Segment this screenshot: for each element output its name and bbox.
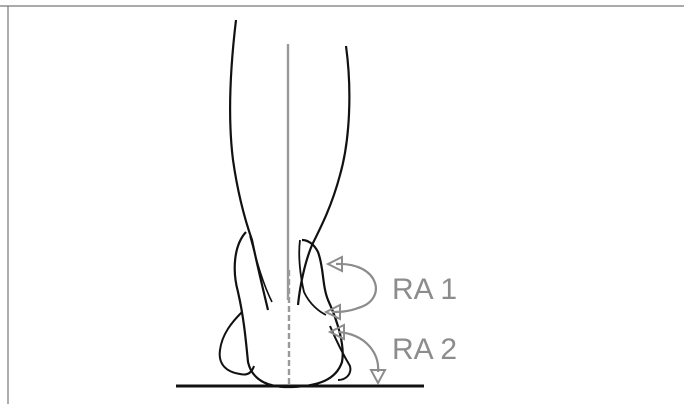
leg-left-outline bbox=[230, 20, 268, 310]
ra2-label: RA 2 bbox=[392, 333, 457, 366]
ra1-label: RA 1 bbox=[392, 273, 457, 306]
heel-inner-curve-left bbox=[250, 236, 272, 302]
